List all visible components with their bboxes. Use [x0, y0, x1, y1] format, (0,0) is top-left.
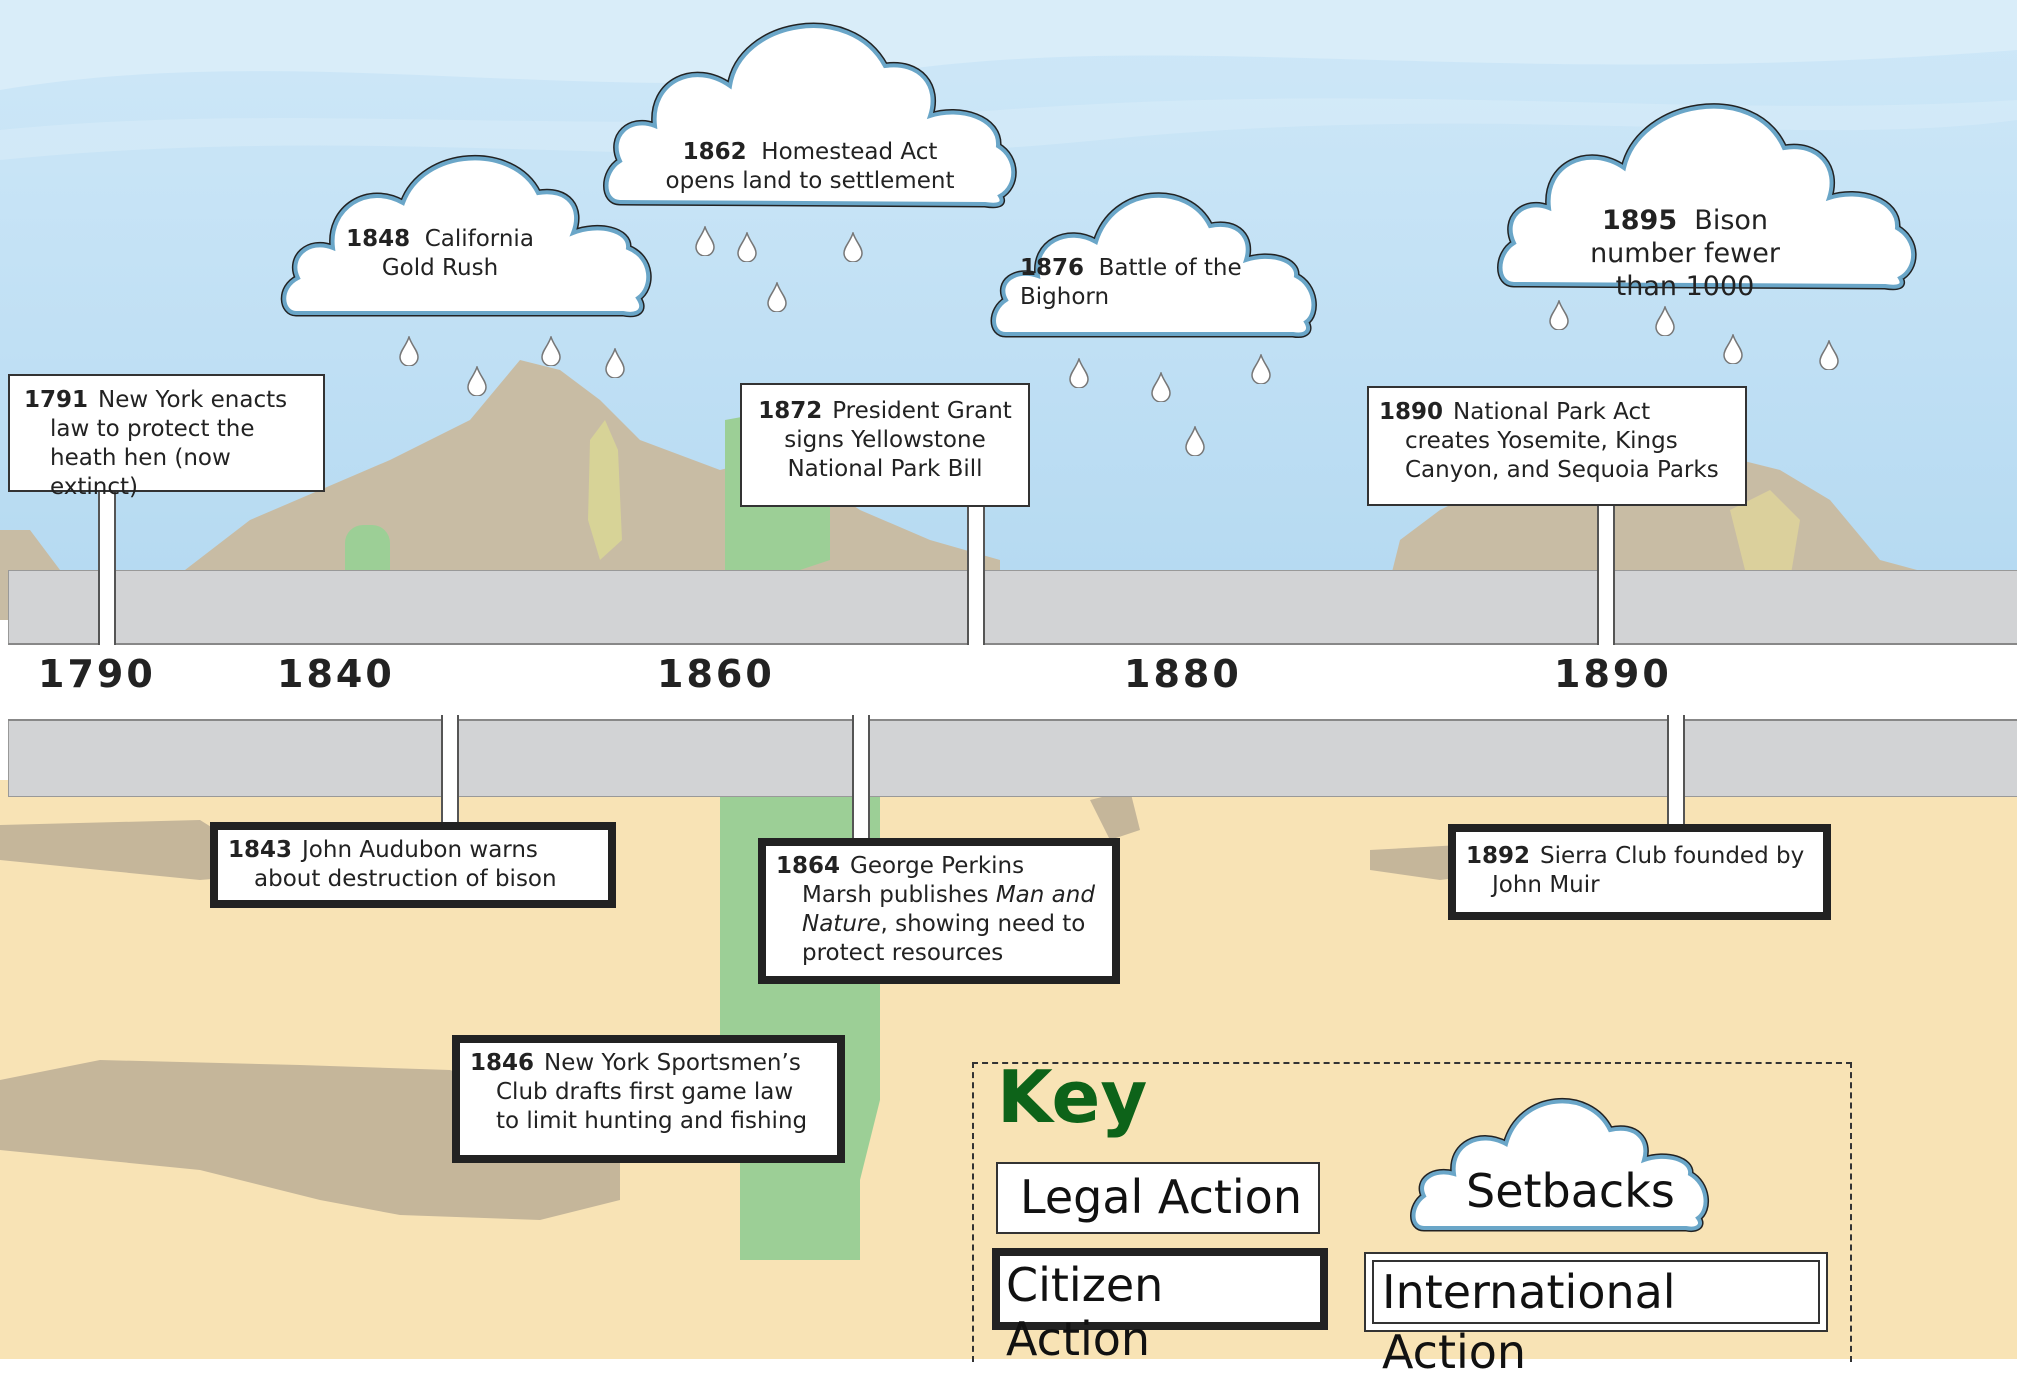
axis-year-label: 1840	[277, 652, 395, 696]
raindrop-icon	[695, 226, 715, 256]
setback-cloud-1876	[990, 192, 1317, 338]
event-text: California Gold Rush	[381, 226, 534, 281]
setback-cloud-1848	[280, 154, 652, 318]
event-year: 1843	[228, 837, 293, 863]
shadow-stump	[1090, 790, 1140, 840]
yucca-plant	[588, 420, 622, 560]
event-year: 1848	[346, 226, 411, 252]
event-text: National Park Act creates Yosemite, King…	[1405, 399, 1719, 483]
key-citizen-action: Citizen Action	[992, 1248, 1328, 1366]
key-international-inner: International Action	[1372, 1260, 1820, 1379]
raindrop-icon	[1069, 358, 1089, 388]
sky-streak	[0, 0, 2017, 90]
setback-cloud-1895	[1497, 103, 1917, 291]
connector-1791	[98, 490, 116, 645]
connector-1864	[852, 715, 870, 843]
timeline-band-upper	[8, 570, 2017, 645]
key-title: Key	[997, 1055, 1148, 1139]
event-text: , showing need to protect resources	[802, 911, 1086, 966]
event-text: John Audubon warns about destruction of …	[254, 837, 557, 892]
setback-cloud-1862	[603, 22, 1017, 209]
key-international-label: International Action	[1382, 1265, 1676, 1379]
book-title: Man and Nature	[802, 882, 1095, 937]
yellow-hill	[1730, 490, 1800, 590]
event-text: Homestead Act opens land to settlement	[665, 139, 955, 194]
connector-1890	[1597, 505, 1615, 645]
key-international-action: International Action	[1364, 1252, 1828, 1379]
raindrop-icon	[605, 348, 625, 378]
event-year: 1876	[1020, 255, 1085, 281]
axis-year-label: 1790	[38, 652, 156, 696]
raindrop-icon	[1549, 300, 1569, 330]
event-text: Sierra Club founded by John Muir	[1492, 843, 1805, 898]
timeline-year-bar	[8, 643, 2017, 721]
axis-year-label: 1860	[657, 652, 775, 696]
event-year: 1895	[1601, 205, 1678, 236]
event-text: New York Sportsmen’s Club drafts first g…	[496, 1050, 808, 1134]
axis-year-label: 1880	[1124, 652, 1242, 696]
axis-year-label: 1890	[1554, 652, 1672, 696]
connector-1872	[967, 502, 985, 645]
event-year: 1890	[1379, 399, 1444, 425]
connector-1843	[441, 715, 459, 827]
key-legal-action: Legal Action	[996, 1162, 1320, 1234]
key-legend	[972, 1062, 1852, 1362]
event-year: 1864	[776, 853, 841, 879]
event-text: Battle of the Bighorn	[1020, 255, 1242, 310]
key-setbacks-cloud	[1410, 1098, 1709, 1232]
raindrop-icon	[399, 336, 419, 366]
raindrop-icon	[843, 232, 863, 262]
event-text: George Perkins Marsh publishes	[802, 853, 1025, 908]
sky-streak	[0, 98, 2017, 160]
event-year: 1892	[1466, 843, 1531, 869]
setback-text-1862: 1862 Homestead Act opens land to settlem…	[655, 138, 965, 196]
event-text: President Grant signs Yellowstone Nation…	[784, 398, 1012, 482]
raindrop-icon	[1251, 354, 1271, 384]
connector-1892	[1667, 715, 1685, 839]
event-year: 1872	[758, 398, 823, 424]
raindrop-icon	[541, 336, 561, 366]
raindrop-icon	[737, 232, 757, 262]
key-citizen-label: Citizen Action	[1006, 1258, 1164, 1366]
raindrop-icon	[1819, 340, 1839, 370]
raindrop-icon	[1185, 426, 1205, 456]
raindrop-icon	[1723, 334, 1743, 364]
event-text: Bison number fewer than 1000	[1590, 205, 1780, 302]
raindrop-icon	[1151, 372, 1171, 402]
timeline-band-lower	[8, 717, 2017, 797]
event-year: 1791	[24, 387, 89, 413]
setback-text-1848: 1848 California Gold Rush	[320, 225, 560, 283]
raindrop-icon	[467, 366, 487, 396]
key-setbacks-label: Setbacks	[1466, 1164, 1675, 1218]
setback-text-1895: 1895 Bison number fewer than 1000	[1565, 204, 1805, 303]
event-year: 1862	[682, 139, 747, 165]
event-text: New York enacts law to protect the heath…	[50, 387, 288, 500]
raindrop-icon	[1655, 306, 1675, 336]
raindrop-icon	[767, 282, 787, 312]
event-year: 1846	[470, 1050, 535, 1076]
key-legal-label: Legal Action	[1020, 1170, 1302, 1224]
setback-text-1876: 1876 Battle of the Bighorn	[1018, 254, 1250, 312]
